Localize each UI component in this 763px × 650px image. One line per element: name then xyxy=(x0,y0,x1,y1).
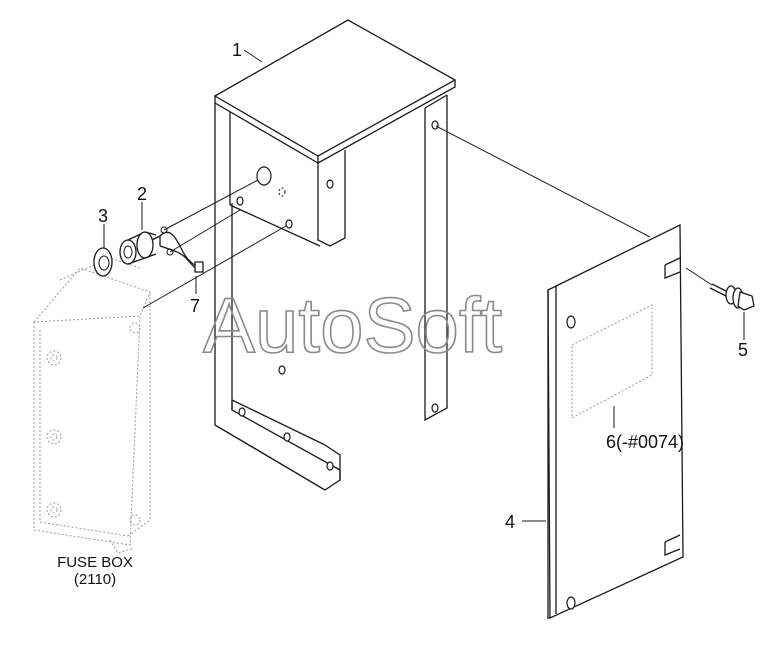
callout-5: 5 xyxy=(738,340,748,360)
callout-1: 1 xyxy=(232,40,242,60)
washer-part-3 xyxy=(93,247,113,277)
fuse-box-caption: FUSE BOX xyxy=(57,554,133,571)
bracket-part-1 xyxy=(213,19,457,491)
fuse-box-outline xyxy=(32,257,151,554)
switch-part-2 xyxy=(119,231,161,265)
assembly-lines xyxy=(103,49,745,522)
cover-plate-part-4 xyxy=(547,223,684,620)
callout-6: 6(-#0074) xyxy=(606,432,684,452)
callout-3: 3 xyxy=(98,206,108,226)
wire-harness-part-7 xyxy=(159,226,204,273)
callout-7: 7 xyxy=(190,296,200,316)
watermark-text: AutoSoft xyxy=(203,281,503,369)
fuse-box-code: (2110) xyxy=(74,571,116,588)
bolt-part-5 xyxy=(709,283,755,311)
callout-2: 2 xyxy=(137,184,147,204)
callout-4: 4 xyxy=(505,512,515,532)
